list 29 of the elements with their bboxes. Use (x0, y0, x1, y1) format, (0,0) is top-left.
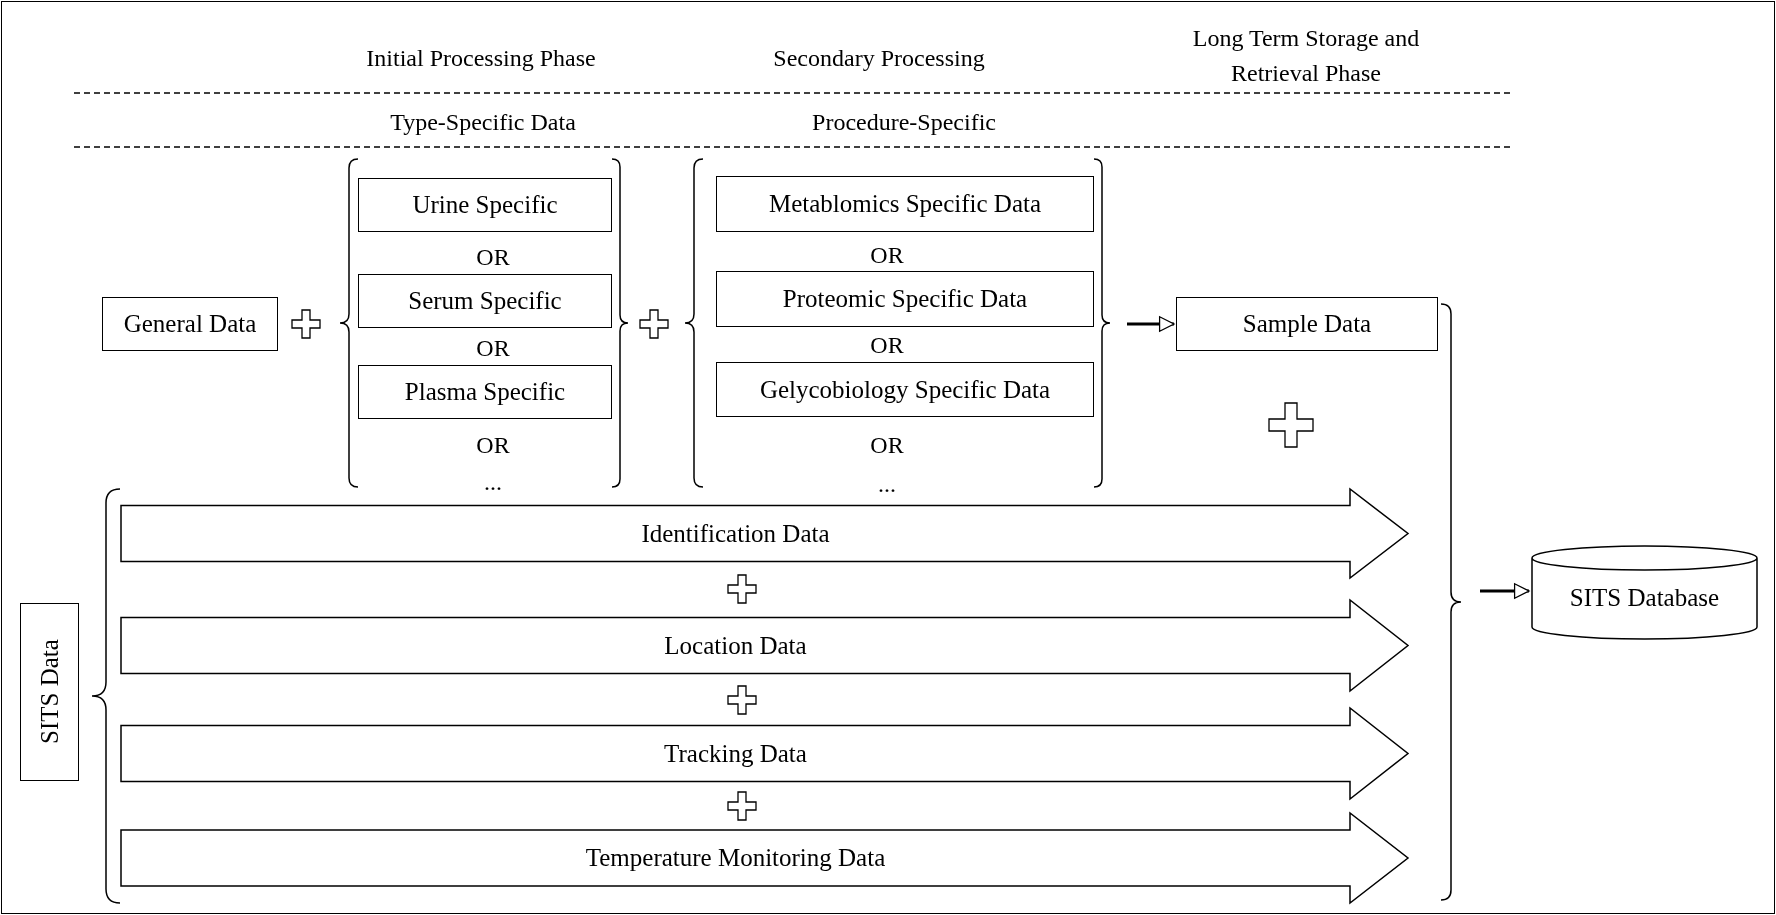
data-box: Urine Specific (358, 178, 612, 232)
ellipsis-label: ... (878, 469, 896, 499)
data-box: Gelycobiology Specific Data (716, 362, 1094, 417)
column-heading: Procedure-Specific (812, 107, 996, 137)
or-label: OR (476, 242, 510, 272)
data-box: SITS Data (20, 603, 79, 781)
column-heading: Long Term Storage and Retrieval Phase (1191, 24, 1421, 88)
data-box: Metablomics Specific Data (716, 176, 1094, 232)
ellipsis-label: ... (484, 467, 502, 497)
data-box: Proteomic Specific Data (716, 271, 1094, 327)
banner-label: Location Data (664, 631, 807, 660)
column-heading: Initial Processing Phase (366, 43, 596, 73)
column-heading: Type-Specific Data (390, 107, 576, 137)
banner-label: Identification Data (641, 519, 830, 548)
banner-label: Temperature Monitoring Data (585, 844, 886, 872)
data-box: Serum Specific (358, 274, 612, 328)
or-label: OR (870, 430, 904, 460)
column-heading: Secondary Processing (773, 43, 985, 73)
data-box: General Data (102, 297, 278, 351)
data-box: Sample Data (1176, 297, 1438, 351)
arrow (1480, 583, 1530, 599)
data-box: Plasma Specific (358, 365, 612, 419)
or-label: OR (870, 330, 904, 360)
arrow (1127, 316, 1175, 332)
or-label: OR (476, 430, 510, 460)
banner-label: Tracking Data (664, 739, 807, 768)
or-label: OR (870, 240, 904, 270)
or-label: OR (476, 333, 510, 363)
database-label: SITS Database (1569, 584, 1720, 613)
